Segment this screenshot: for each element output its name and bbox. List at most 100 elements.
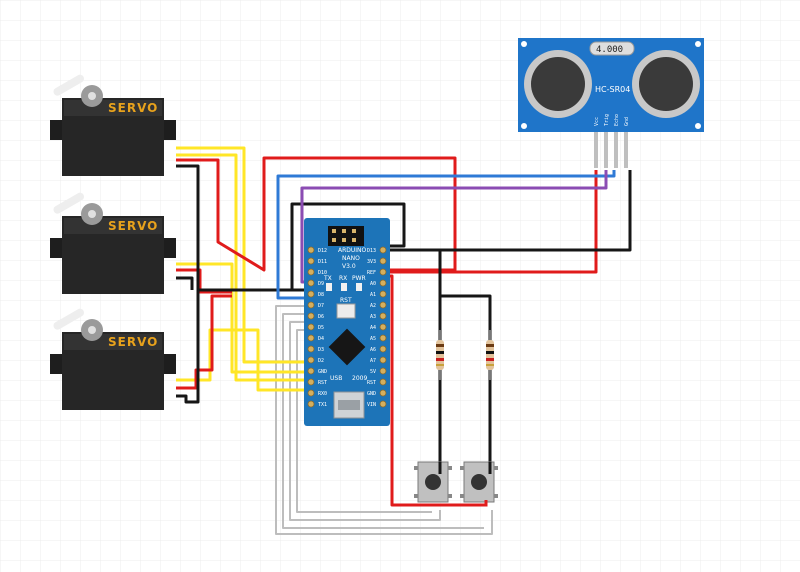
left-pin-pad — [307, 268, 315, 276]
left-pin-pad — [307, 279, 315, 287]
servo-mount-tab-left — [50, 354, 64, 374]
servo-mount-tab-right — [162, 238, 176, 258]
servo-3: SERVO — [50, 308, 176, 410]
left-pin-pad — [307, 301, 315, 309]
sensor-mount-holes — [521, 41, 701, 129]
left-pin-label: D9 — [318, 281, 324, 287]
sensor-pin-label: Trig — [604, 114, 610, 126]
servo-horn-screw — [88, 326, 96, 334]
button-leads — [392, 462, 492, 507]
arduino-board — [304, 218, 390, 426]
left-pin-label: RX0 — [318, 391, 327, 397]
right-pin-label: A0 — [370, 281, 376, 287]
led-tx-label: TX — [323, 275, 332, 282]
sensor-pin — [614, 132, 618, 168]
sensor-pin — [604, 132, 608, 168]
right-pin-label: 5V — [370, 369, 376, 375]
left-pin-label: D11 — [318, 259, 327, 265]
right-pin-pad — [379, 312, 387, 320]
left-pin-label: D5 — [318, 325, 324, 331]
left-pin-pad — [307, 400, 315, 408]
servo-horn-arm — [53, 308, 84, 330]
right-pin-pad — [379, 301, 387, 309]
left-pin-label: D10 — [318, 270, 327, 276]
led-pwr-label: PWR — [352, 275, 366, 282]
left-pin-label: D6 — [318, 314, 324, 320]
right-pin-pad — [379, 323, 387, 331]
servo-label: SERVO — [108, 335, 158, 349]
pushbutton-2[interactable] — [460, 461, 498, 503]
right-pin-pad — [379, 268, 387, 276]
crystal-oscillator — [589, 41, 635, 56]
sensor-pin-label: Echo — [614, 114, 620, 126]
resistor-2 — [486, 330, 494, 380]
servo-label: SERVO — [108, 219, 158, 233]
left-pin-label: GND — [318, 369, 327, 375]
left-pin-label: D2 — [318, 358, 324, 364]
led-rx-label: RX — [339, 275, 347, 282]
servo-mount-tab-left — [50, 238, 64, 258]
right-pin-pad — [379, 246, 387, 254]
left-pin-pad — [307, 367, 315, 375]
servo-1: SERVO — [50, 74, 176, 176]
left-pin-pad — [307, 246, 315, 254]
right-pin-label: A5 — [370, 336, 376, 342]
icsp-header — [328, 226, 364, 246]
right-pin-pad — [379, 367, 387, 375]
servo-horn-screw — [88, 92, 96, 100]
board-model-line3: V3.0 — [342, 263, 356, 270]
right-pin-label: D13 — [367, 248, 376, 254]
led-tx — [326, 283, 332, 291]
left-pin-label: D3 — [318, 347, 324, 353]
left-pin-label: D7 — [318, 303, 324, 309]
right-pin-pad — [379, 356, 387, 364]
left-pin-label: D4 — [318, 336, 324, 342]
crystal-value: 4.000 — [596, 45, 623, 55]
reset-button[interactable] — [336, 303, 356, 319]
servo-mount-tab-left — [50, 120, 64, 140]
left-pin-pad — [307, 389, 315, 397]
left-pin-label: RST — [318, 380, 327, 386]
usb-port — [333, 391, 365, 419]
right-pin-pad — [379, 290, 387, 298]
sensor-pin — [594, 132, 598, 168]
servo-horn-arm — [53, 74, 84, 96]
servo-horn-screw — [88, 210, 96, 218]
wire-yellow — [176, 146, 310, 392]
sensor-pin-label: Gnd — [624, 117, 630, 126]
right-pin-label: GND — [367, 391, 376, 397]
led-pwr — [356, 283, 362, 291]
pushbutton-1[interactable] — [414, 461, 452, 503]
reset-label: RST — [340, 297, 352, 304]
right-pin-label: A7 — [370, 358, 376, 364]
right-pin-label: VIN — [367, 402, 376, 408]
left-pin-label: D8 — [318, 292, 324, 298]
microcontroller-chip — [328, 328, 366, 366]
right-pin-pad — [379, 257, 387, 265]
sensor-model: HC-SR04 — [595, 85, 630, 94]
resistor-1 — [436, 330, 444, 380]
right-pin-label: A4 — [370, 325, 376, 331]
left-pin-pad — [307, 257, 315, 265]
left-pin-pad — [307, 312, 315, 320]
board-model-line2: NANO — [342, 255, 360, 262]
left-pin-pad — [307, 345, 315, 353]
wires — [176, 146, 632, 535]
left-pin-pad — [307, 356, 315, 364]
servo-mount-tab-right — [162, 354, 176, 374]
led-rx — [341, 283, 347, 291]
left-pin-pad — [307, 323, 315, 331]
left-pin-label: D12 — [318, 248, 327, 254]
sensor-pin — [624, 132, 628, 168]
right-pin-pad — [379, 389, 387, 397]
transducer-right-inner — [639, 57, 693, 111]
right-pin-pad — [379, 345, 387, 353]
servo-horn-arm — [53, 192, 84, 214]
right-pin-label: RST — [367, 380, 376, 386]
